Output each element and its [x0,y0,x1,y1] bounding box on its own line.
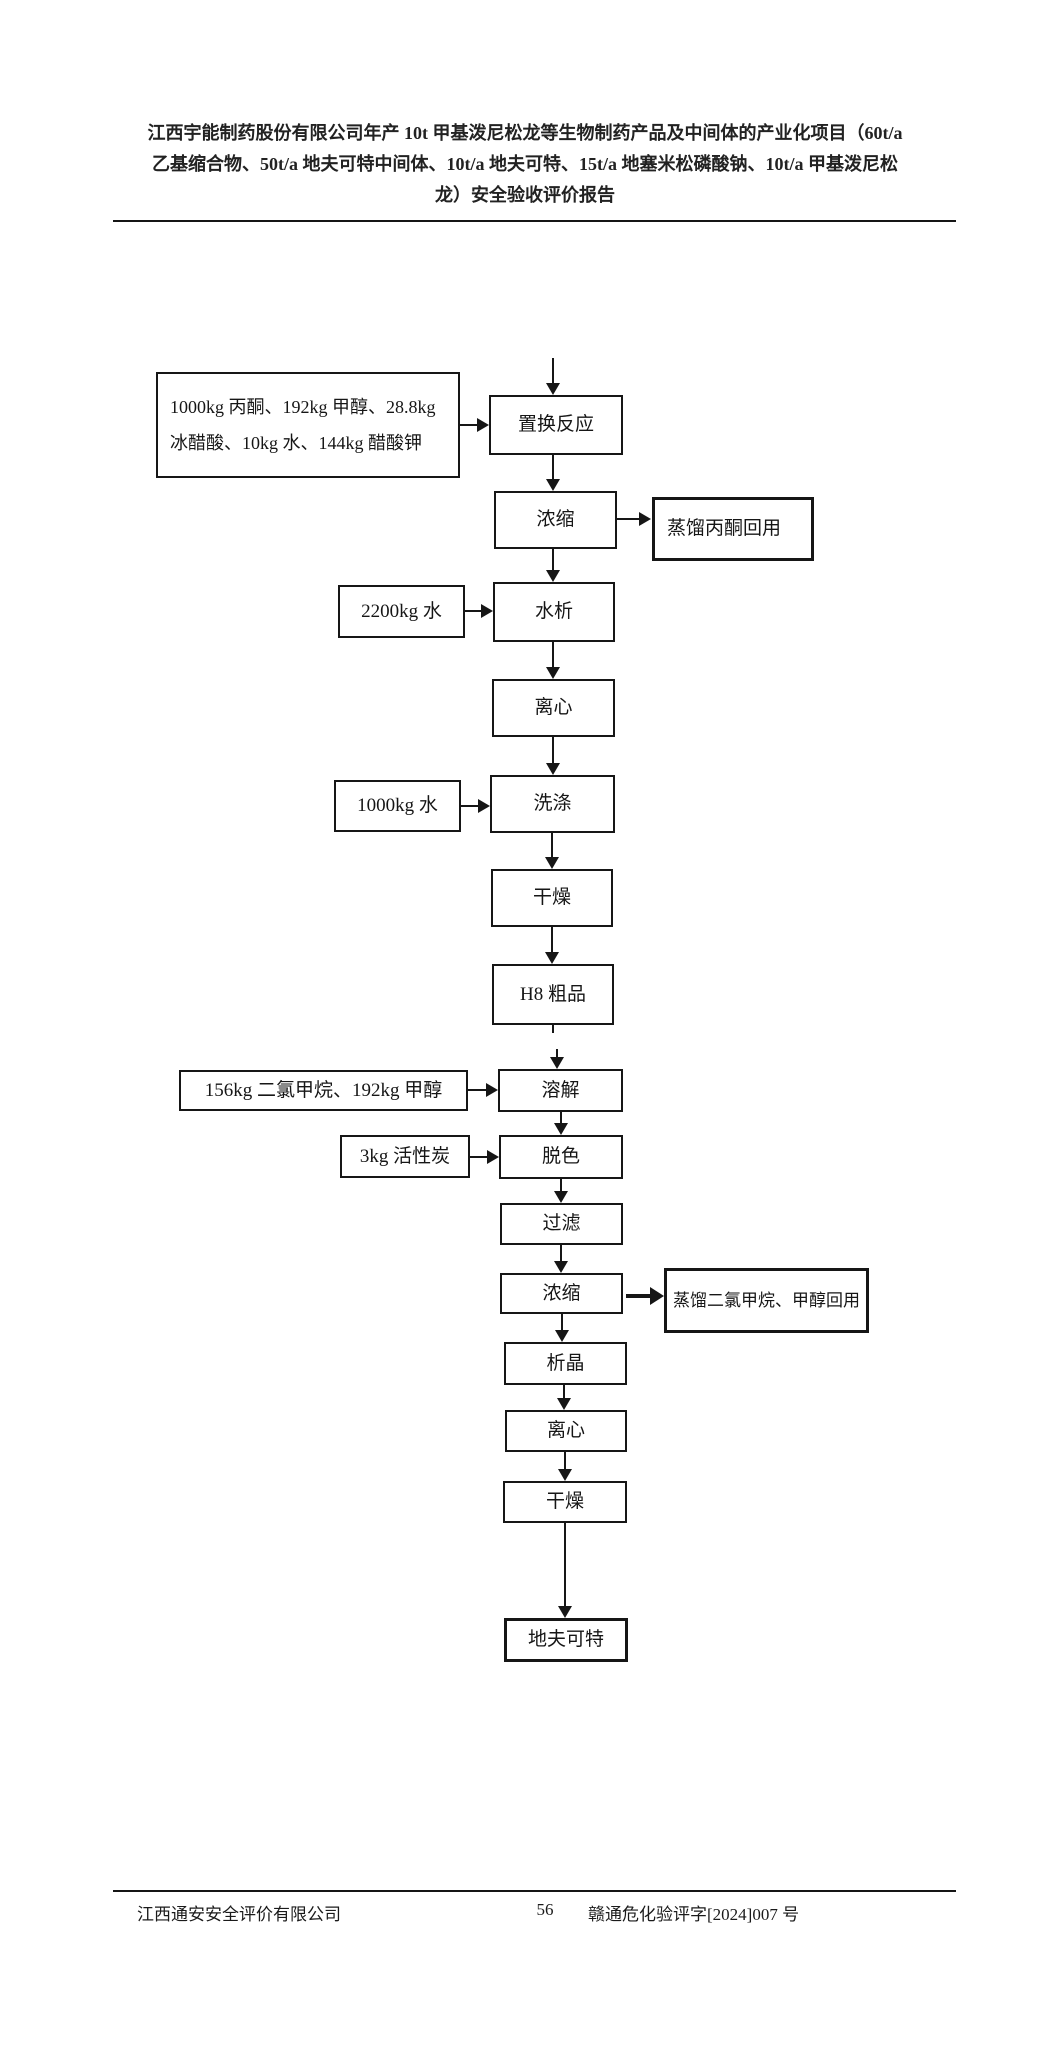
step-displacement-reaction: 置换反应 [489,395,623,455]
step-decolorize: 脱色 [499,1135,623,1179]
flow-arrow-washing-to-drying [545,833,559,869]
flow-arrow-concentrate-to-acetone-recovery [617,512,651,526]
flow-arrow-crystallize-to-centrifuge2 [557,1385,571,1410]
step-concentrate-1-label: 浓缩 [536,509,575,531]
flow-arrow-solvents-to-reaction [459,418,489,432]
flow-arrow-reaction-to-concentrate [546,455,560,491]
step-crystallize: 析晶 [504,1342,627,1385]
step-dissolve-label: 溶解 [541,1079,580,1101]
input-box-water-2200kg: 2200kg 水 [338,585,465,638]
flow-arrow-h8crude-to-dissolve [550,1049,564,1069]
flow-arrow-filter-to-concentrate2 [554,1245,568,1273]
step-concentrate-2: 浓缩 [500,1273,623,1314]
flow-arrow-entry [546,358,560,395]
flow-arrow-carbon-to-decolorize [470,1150,499,1164]
step-difluprednate-product-label: 地夫可特 [527,1629,604,1651]
step-water-precipitation: 水析 [493,582,615,642]
flow-arrow-drying-to-h8crude [545,927,559,964]
step-drying-2: 干燥 [503,1481,627,1523]
report-title: 江西宇能制药股份有限公司年产 10t 甲基泼尼松龙等生物制药产品及中间体的产业化… [95,118,955,211]
step-centrifuge-1: 离心 [492,679,615,737]
step-decolorize-label: 脱色 [541,1146,580,1168]
output-box-dcm-methanol-recovery-label: 蒸馏二氯甲烷、甲醇回用 [673,1290,860,1310]
step-centrifuge-1-label: 离心 [534,697,573,719]
step-filter: 过滤 [500,1203,623,1245]
footer-page-number: 56 [536,1900,554,1919]
footer-company: 江西通安安全评价有限公司 [137,1905,341,1924]
step-centrifuge-2-label: 离心 [546,1420,585,1442]
flow-arrow-drying2-to-product [558,1523,572,1618]
step-h8-crude-label: H8 粗品 [520,983,586,1005]
flow-arrow-dcm-to-dissolve [468,1083,498,1097]
step-water-precipitation-label: 水析 [534,601,573,623]
step-dissolve: 溶解 [498,1069,623,1112]
flow-arrow-concentrate2-to-crystallize [555,1314,569,1342]
step-drying-1-label: 干燥 [532,887,571,909]
footer-doc-number: 赣通危化验评字[2024]007 号 [588,1905,800,1924]
flow-arrow-centrifuge-to-washing [546,737,560,775]
step-concentrate-1: 浓缩 [494,491,617,549]
input-box-activated-carbon-label: 3kg 活性炭 [359,1145,451,1167]
input-box-dcm-methanol: 156kg 二氯甲烷、192kg 甲醇 [179,1070,468,1111]
footer-rule [113,1890,956,1892]
input-box-solvents: 1000kg 丙酮、192kg 甲醇、28.8kg 冰醋酸、10kg 水、144… [156,372,460,478]
flow-segment-h8crude [552,1025,554,1033]
step-concentrate-2-label: 浓缩 [542,1282,581,1304]
step-washing: 洗涤 [490,775,615,833]
flow-arrow-decolorize-to-filter [554,1179,568,1203]
step-centrifuge-2: 离心 [505,1410,627,1452]
input-box-solvents-label: 1000kg 丙酮、192kg 甲醇、28.8kg 冰醋酸、10kg 水、144… [170,397,436,453]
flow-arrow-water1000-to-washing [461,799,490,813]
input-box-activated-carbon: 3kg 活性炭 [340,1135,470,1178]
step-h8-crude: H8 粗品 [492,964,614,1025]
flow-arrow-centrifuge2-to-drying2 [558,1452,572,1481]
flow-arrow-water2200-to-waterprecip [465,604,493,618]
output-box-acetone-recovery-label: 蒸馏丙酮回用 [667,518,782,540]
output-box-acetone-recovery: 蒸馏丙酮回用 [652,497,814,561]
step-difluprednate-product: 地夫可特 [504,1618,628,1662]
report-title-line-2: 乙基缩合物、50t/a 地夫可特中间体、10t/a 地夫可特、15t/a 地塞米… [152,154,898,174]
header-rule [113,220,956,222]
output-box-dcm-methanol-recovery: 蒸馏二氯甲烷、甲醇回用 [664,1268,869,1333]
flow-arrow-waterprecip-to-centrifuge [546,642,560,679]
step-washing-label: 洗涤 [533,793,572,815]
input-box-water-1000kg-label: 1000kg 水 [357,795,438,817]
step-drying-1: 干燥 [491,869,613,927]
flow-arrow-concentrate2-to-dcm-recovery [626,1287,664,1305]
flow-arrow-concentrate-to-waterprecip [546,549,560,582]
step-drying-2-label: 干燥 [545,1491,584,1513]
step-filter-label: 过滤 [542,1213,581,1235]
step-displacement-reaction-label: 置换反应 [517,414,594,436]
report-title-line-3: 龙）安全验收评价报告 [435,185,615,205]
step-crystallize-label: 析晶 [546,1352,585,1374]
report-title-line-1: 江西宇能制药股份有限公司年产 10t 甲基泼尼松龙等生物制药产品及中间体的产业化… [147,123,903,143]
flow-arrow-dissolve-to-decolorize [554,1112,568,1135]
input-box-water-1000kg: 1000kg 水 [334,780,461,832]
input-box-water-2200kg-label: 2200kg 水 [361,600,442,622]
input-box-dcm-methanol-label: 156kg 二氯甲烷、192kg 甲醇 [204,1079,443,1101]
